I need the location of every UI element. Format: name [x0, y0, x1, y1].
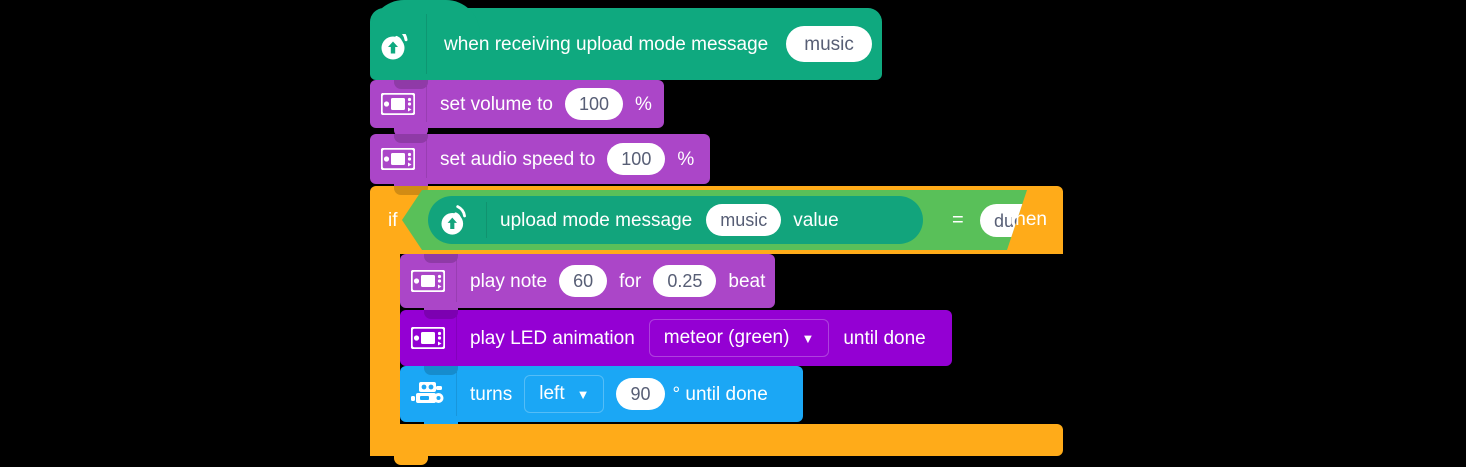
play-led-animation-label: play LED animation [470, 327, 635, 349]
turn-direction-value: left [539, 383, 565, 404]
hat-message-field[interactable]: music [786, 26, 872, 62]
divider [426, 140, 427, 178]
operator-equals-block[interactable]: upload mode message music value = duo [402, 190, 1027, 250]
if-label: if [388, 209, 398, 231]
reporter-upload-mode-message[interactable]: upload mode message music value [428, 196, 923, 244]
block-if-then[interactable]: if upload mode message [370, 186, 1063, 465]
led-until-done-label: until done [843, 327, 926, 349]
robot-icon [400, 366, 456, 422]
then-label: then [1010, 209, 1047, 230]
chevron-down-icon: ▼ [801, 330, 815, 346]
volume-unit-label: % [635, 93, 652, 115]
play-note-label: play note [470, 270, 548, 292]
reporter-label: upload mode message [500, 209, 693, 231]
upload-broadcast-icon [428, 196, 486, 244]
play-note-for-label: for [619, 270, 642, 292]
volume-value-field[interactable]: 100 [565, 88, 624, 120]
if-header[interactable]: if upload mode message [370, 186, 1063, 254]
turn-degrees-field[interactable]: 90 [616, 378, 665, 410]
set-volume-label: set volume to [440, 93, 553, 115]
block-turns[interactable]: turns left ▼ 90 ° until done [400, 366, 803, 431]
music-device-icon [370, 134, 426, 184]
note-duration-field[interactable]: 0.25 [653, 265, 717, 297]
note-value-field[interactable]: 60 [559, 265, 608, 297]
turn-direction-dropdown[interactable]: left ▼ [524, 375, 605, 413]
if-body-arm [370, 254, 400, 424]
reporter-suffix-label: value [793, 209, 839, 231]
divider [456, 260, 457, 302]
divider [456, 372, 457, 416]
chevron-down-icon: ▼ [576, 386, 590, 402]
block-play-led-animation[interactable]: play LED animation meteor (green) ▼ unti… [400, 310, 952, 375]
block-play-note[interactable]: play note 60 for 0.25 beat [400, 254, 775, 317]
play-note-beat-label: beat [728, 270, 766, 292]
block-when-receiving-upload-mode-message[interactable]: when receiving upload mode message music [370, 0, 882, 89]
turn-until-done-label: ° until done [672, 383, 768, 405]
set-audio-speed-label: set audio speed to [440, 148, 596, 170]
block-set-volume-to[interactable]: set volume to 100 % [370, 80, 664, 137]
music-device-icon [400, 254, 456, 308]
divider [426, 14, 427, 74]
music-device-icon [370, 80, 426, 128]
audio-speed-unit-label: % [677, 148, 695, 170]
audio-speed-value-field[interactable]: 100 [607, 143, 666, 175]
divider [486, 202, 487, 238]
reporter-message-field[interactable]: music [706, 204, 781, 236]
block-set-audio-speed-to[interactable]: set audio speed to 100 % [370, 134, 710, 193]
equals-operator-symbol: = [952, 209, 964, 231]
if-footer [370, 424, 1063, 465]
led-animation-value: meteor (green) [663, 327, 790, 348]
divider [426, 86, 427, 122]
music-device-icon [400, 310, 456, 366]
led-animation-dropdown[interactable]: meteor (green) ▼ [648, 319, 830, 357]
hat-label: when receiving upload mode message [444, 33, 769, 55]
turns-label: turns [470, 383, 513, 405]
divider [456, 316, 457, 360]
upload-broadcast-icon [370, 8, 426, 80]
